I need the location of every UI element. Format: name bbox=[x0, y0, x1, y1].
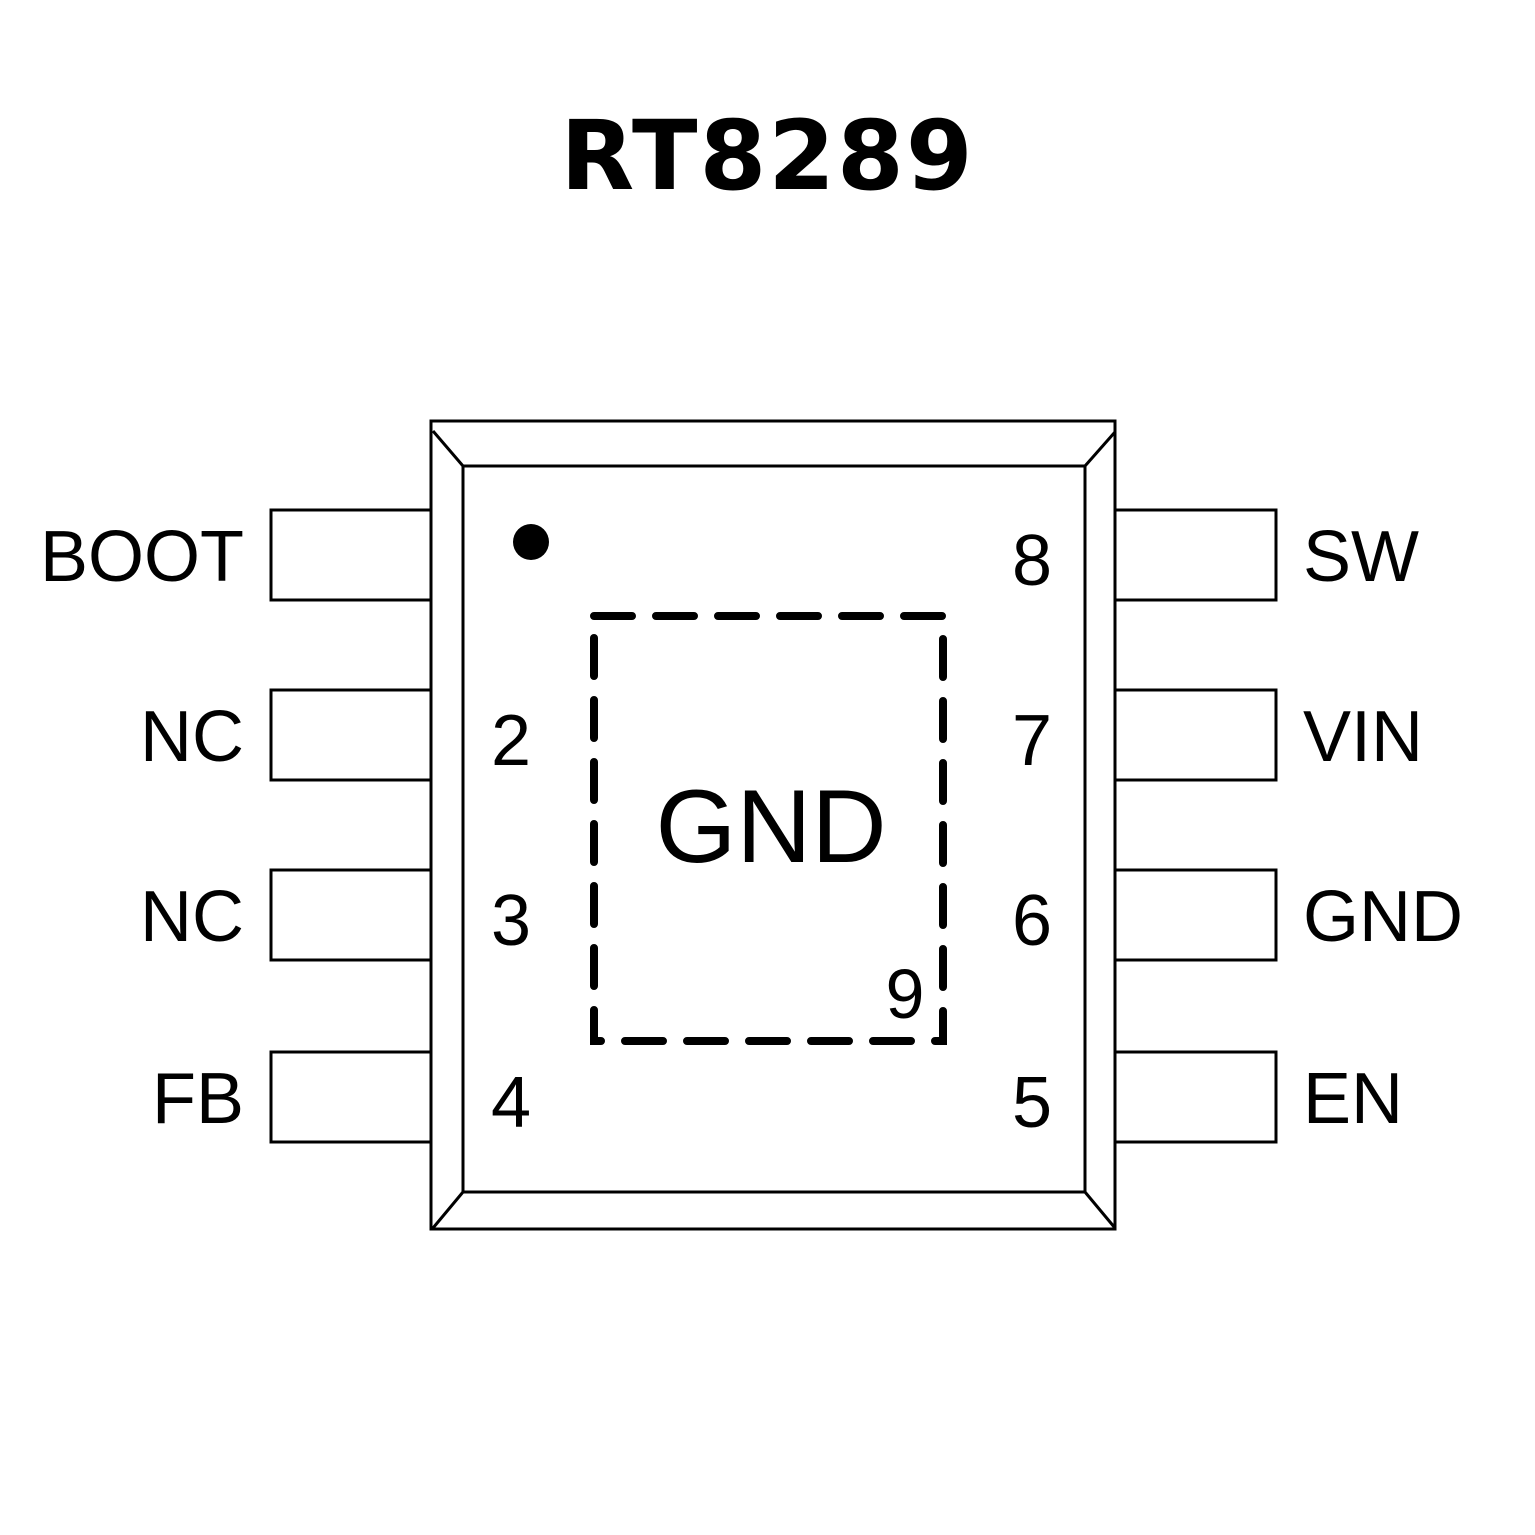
pin-name: NC bbox=[140, 877, 244, 957]
bevel-bottom-left bbox=[431, 1191, 465, 1229]
pin-name: VIN bbox=[1303, 697, 1423, 777]
pin1-dot-icon bbox=[513, 524, 549, 560]
pin-6: GND 6 bbox=[1012, 868, 1463, 962]
pin-name: NC bbox=[140, 697, 244, 777]
exposed-pad-outline bbox=[590, 612, 947, 1045]
pin-lead bbox=[269, 688, 433, 782]
bevel-top-right bbox=[1083, 431, 1117, 467]
pin-2: NC 2 bbox=[140, 688, 531, 782]
chip-title: RT8289 bbox=[560, 100, 975, 212]
pin-number: 4 bbox=[491, 1063, 531, 1143]
pin-8: SW 8 bbox=[1012, 508, 1419, 602]
pin-number: 8 bbox=[1012, 521, 1052, 601]
pin-7: VIN 7 bbox=[1012, 688, 1423, 782]
pin-number: 7 bbox=[1012, 701, 1052, 781]
pin-number: 3 bbox=[491, 881, 531, 961]
pin-1: BOOT bbox=[40, 508, 433, 602]
pin-name: BOOT bbox=[40, 517, 244, 597]
pin-lead bbox=[269, 508, 433, 602]
package-outline bbox=[429, 419, 1117, 1231]
pin-4: FB 4 bbox=[152, 1050, 531, 1144]
pin-lead bbox=[1113, 1050, 1278, 1144]
pin-name: SW bbox=[1303, 517, 1419, 597]
pin-lead bbox=[269, 1050, 433, 1144]
pin-lead bbox=[1113, 688, 1278, 782]
bevel-bottom-right bbox=[1083, 1191, 1117, 1229]
pin-lead bbox=[1113, 868, 1278, 962]
package-body bbox=[429, 419, 1117, 1231]
pin-lead bbox=[1113, 508, 1278, 602]
exposed-pad-label: GND bbox=[655, 769, 886, 885]
bevel-top-left bbox=[431, 430, 465, 467]
pin-name: GND bbox=[1303, 877, 1463, 957]
pin-number: 2 bbox=[491, 701, 531, 781]
pin-lead bbox=[269, 868, 433, 962]
pin-5: EN 5 bbox=[1012, 1050, 1403, 1144]
exposed-pad-number: 9 bbox=[886, 955, 925, 1033]
pin-number: 5 bbox=[1012, 1063, 1052, 1143]
pin-name: EN bbox=[1303, 1059, 1403, 1139]
pin-name: FB bbox=[152, 1059, 244, 1139]
pin-3: NC 3 bbox=[140, 868, 531, 962]
pin-number: 6 bbox=[1012, 881, 1052, 961]
package-top-face bbox=[461, 464, 1087, 1194]
